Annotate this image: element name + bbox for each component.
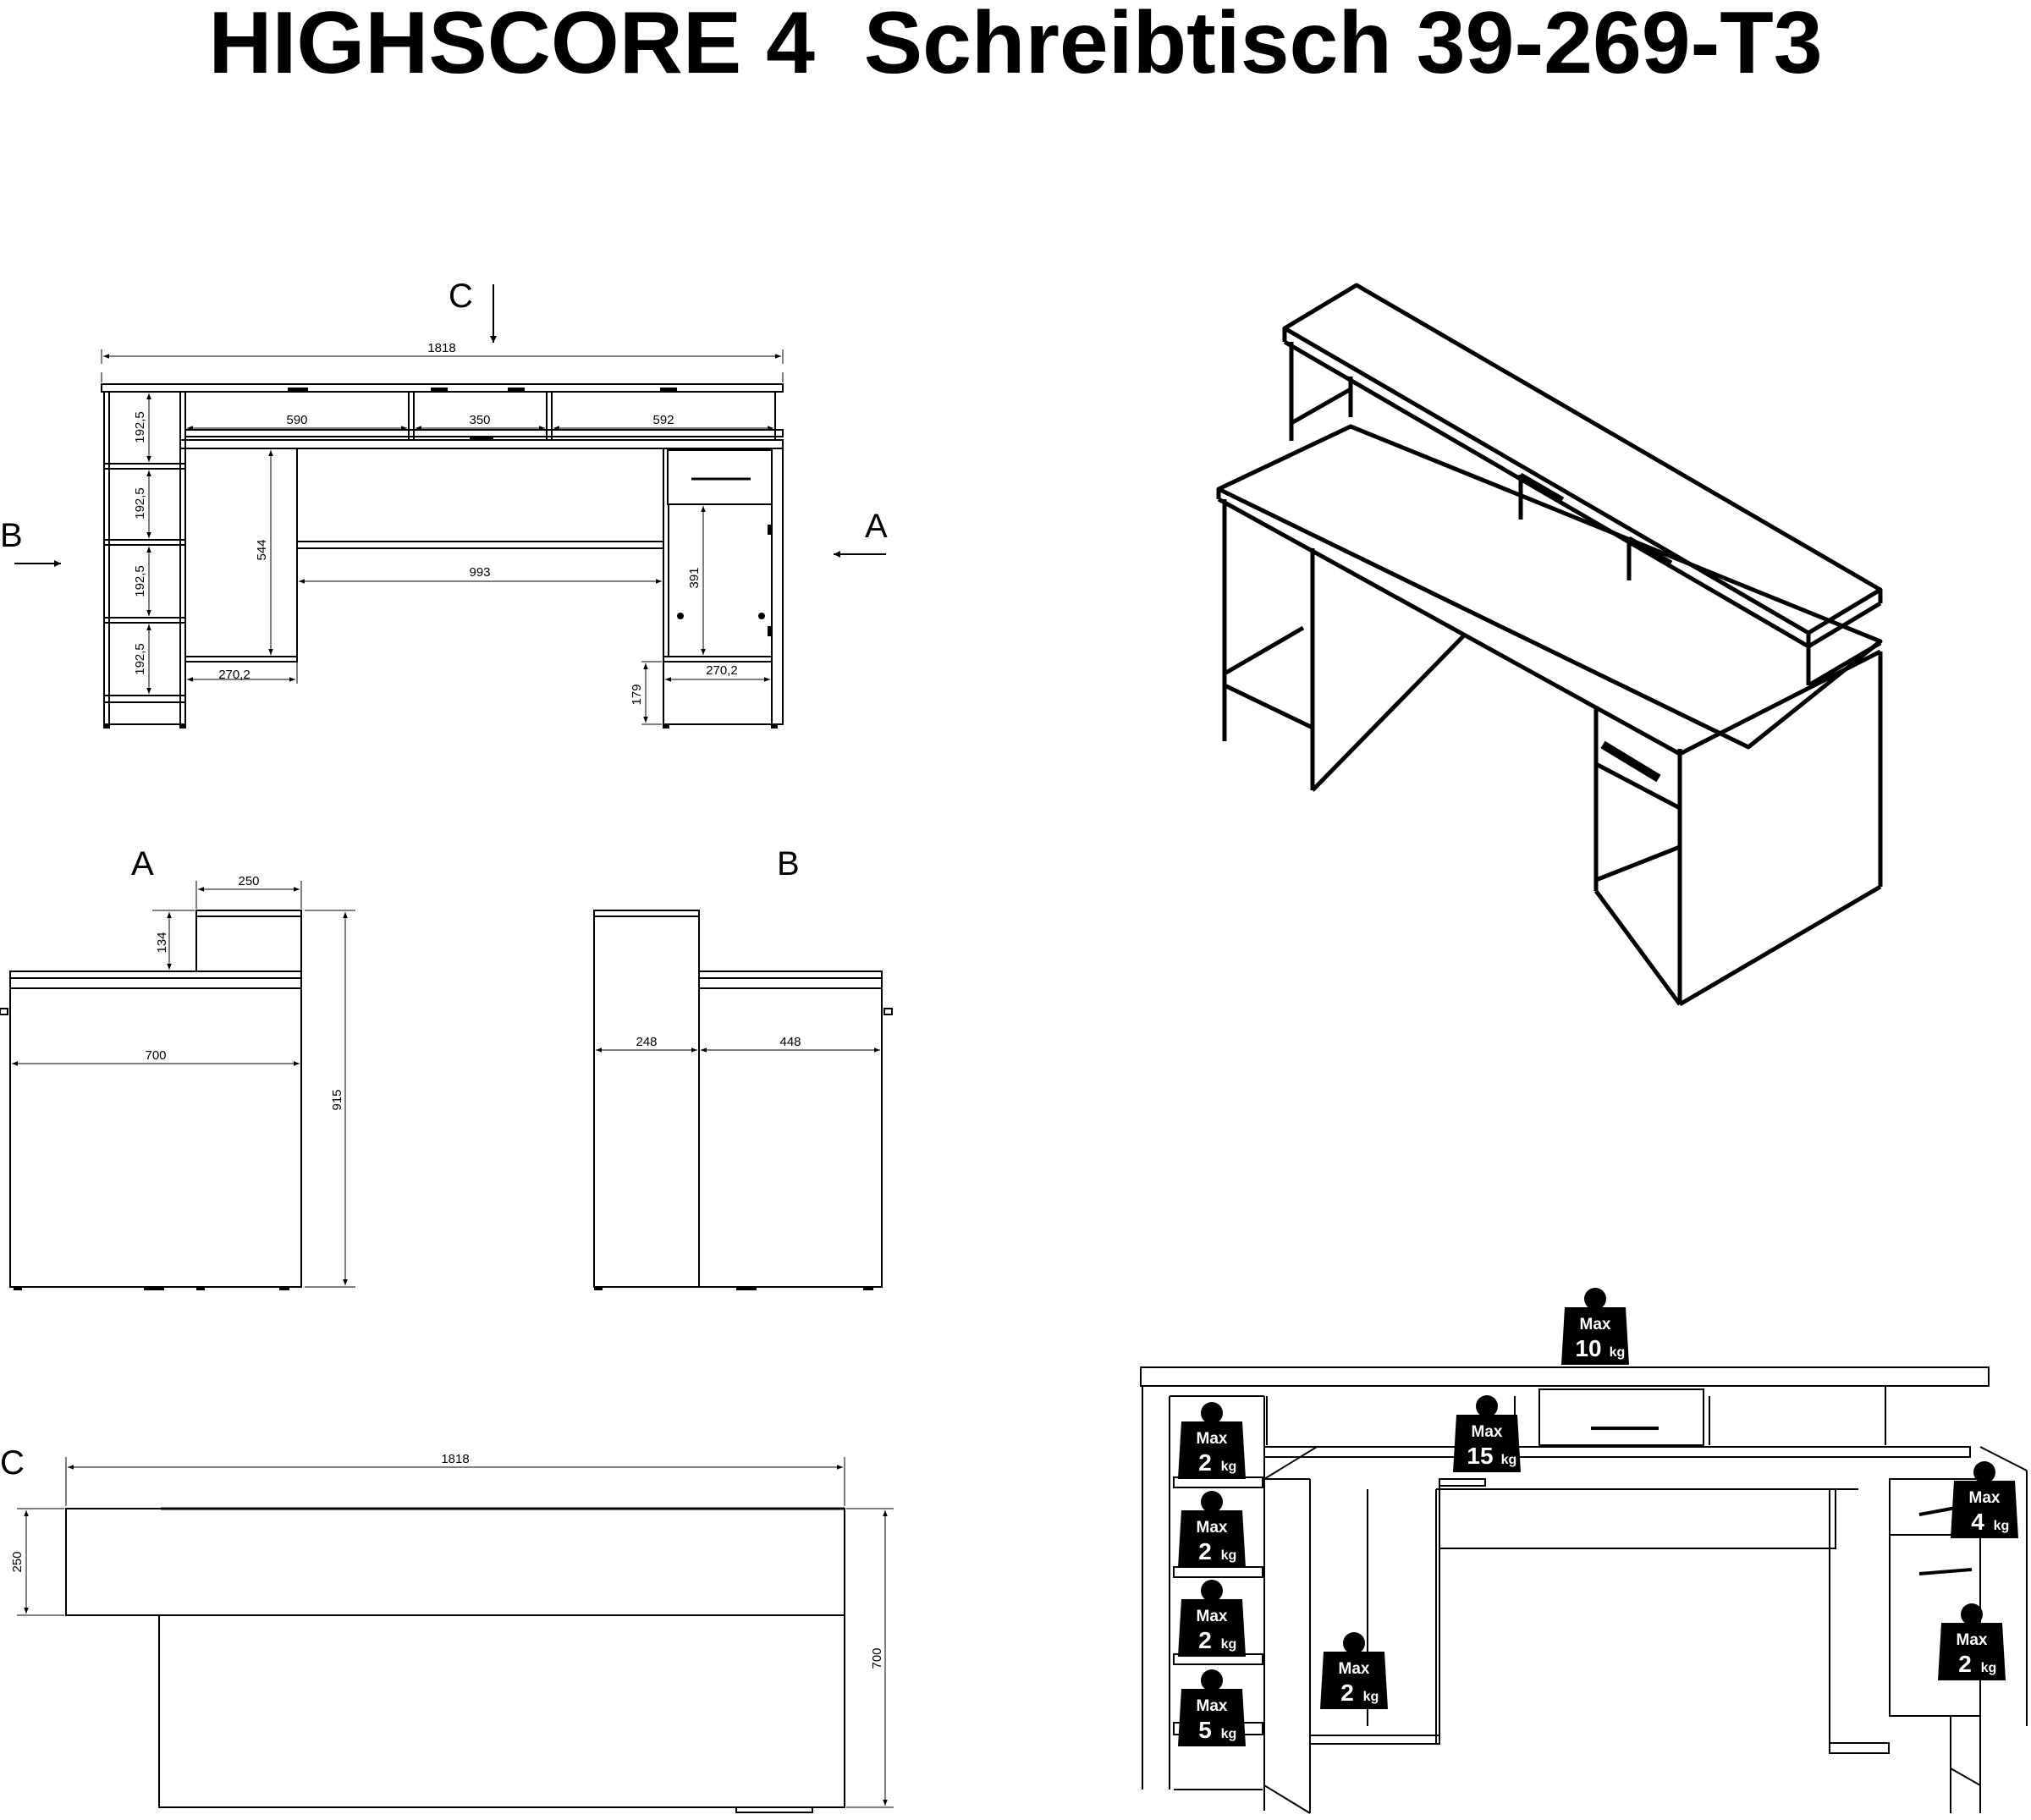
weight-icon-2-drawer: Max 2 kg [1938,1603,2006,1680]
view-title-b: B [777,845,800,883]
front-view-dim-texts: 1818 590 350 592 192,5 192,5 192,5 192,5… [133,341,738,706]
dim-upper-left: 590 [286,413,307,427]
side-view-a [0,910,893,1288]
front-view-dimensions [101,349,784,725]
dim-a-top-height: 134 [155,932,169,953]
weight-label-unit: kg [1221,1460,1237,1474]
weight-icon-5-shelf-4: Max 5 kg [1178,1669,1246,1746]
dim-b-right-depth: 448 [779,1035,801,1049]
weight-label-max: Max [1969,1489,2001,1507]
dim-upper-right: 592 [652,413,674,427]
dim-b-left-depth: 248 [636,1035,657,1049]
view-arrows [14,284,886,567]
weight-label-unit: kg [1981,1661,1997,1675]
dim-shelf-1: 192,5 [133,411,147,443]
dim-c-top-depth: 250 [10,1551,25,1572]
isometric-view [1216,283,1883,1007]
weight-label-max: Max [1339,1660,1370,1678]
side-view-b-feet [594,1287,873,1290]
weight-label-value: 2 [1198,1627,1212,1653]
weight-icon-2-shelf-2: Max 2 kg [1178,1491,1246,1568]
top-view-c [65,1507,845,1813]
top-view-c-dimensions [17,1457,894,1808]
weight-label-value: 5 [1198,1717,1212,1743]
weight-icon-10: Max 10 kg [1561,1288,1629,1365]
weight-icon-4: Max 4 kg [1951,1461,2018,1538]
view-label-a-arrow: A [865,508,888,545]
weight-label-value: 2 [1340,1680,1354,1706]
view-title-c: C [0,1444,25,1482]
weight-label-max: Max [1472,1423,1503,1441]
weight-label-max: Max [1957,1631,1988,1649]
weight-label-unit: kg [1221,1727,1237,1741]
weight-label-max: Max [1197,1697,1228,1715]
dim-a-total-height: 915 [330,1089,344,1110]
weight-label-unit: kg [1221,1548,1237,1563]
dim-left-opening: 270,2 [218,668,250,682]
side-view-a-dimensions [12,881,355,1288]
weight-label-value: 2 [1958,1651,1972,1677]
weight-icon-2-shelf-1: Max 2 kg [1178,1402,1246,1479]
dim-shelf-4: 192,5 [133,643,147,675]
weight-label-max: Max [1197,1608,1228,1625]
dim-a-top-depth: 250 [238,874,259,888]
page-title: HIGHSCORE 4 Schreibtisch 39-269-T3 [208,0,1823,92]
weight-label-value: 15 [1467,1443,1493,1469]
weight-icon-2-shelf-3: Max 2 kg [1178,1580,1246,1657]
dim-right-opening: 270,2 [706,663,738,678]
weight-label-value: 4 [1971,1509,1984,1535]
front-view [101,383,784,729]
view-label-c-arrow: C [449,278,473,315]
weight-label-value: 10 [1575,1335,1601,1361]
dim-drawer-cab-height: 391 [687,567,702,588]
dim-knee-height: 544 [255,539,269,560]
dim-knee-width: 993 [469,565,490,580]
view-title-a: A [131,845,154,883]
dim-shelf-3: 192,5 [133,565,147,597]
weight-label-max: Max [1197,1519,1228,1537]
weight-label-value: 2 [1198,1538,1212,1564]
load-view [1140,1366,2028,1814]
side-view-a-feet [14,1287,289,1290]
weight-label-unit: kg [1363,1690,1379,1704]
dim-upper-mid: 350 [469,413,490,427]
weight-label-value: 2 [1198,1449,1212,1476]
view-label-b-arrow: B [0,517,23,554]
weight-label-unit: kg [1994,1519,2010,1533]
dim-plinth: 179 [630,684,644,705]
dim-shelf-2: 192,5 [133,487,147,520]
front-view-hardware [288,388,772,636]
dim-width-total: 1818 [427,341,455,355]
weight-icon-2-knee: Max 2 kg [1320,1632,1388,1709]
weight-label-unit: kg [1221,1637,1237,1652]
weight-label-unit: kg [1610,1345,1626,1360]
weight-label-max: Max [1197,1430,1228,1448]
dim-c-width: 1818 [441,1452,469,1466]
weight-label-unit: kg [1501,1453,1517,1467]
side-view-b [593,910,883,1288]
dim-c-depth: 700 [870,1647,884,1669]
dim-a-depth: 700 [145,1048,166,1063]
weight-icon-15: Max 15 kg [1453,1395,1521,1472]
weight-label-max: Max [1580,1316,1611,1333]
